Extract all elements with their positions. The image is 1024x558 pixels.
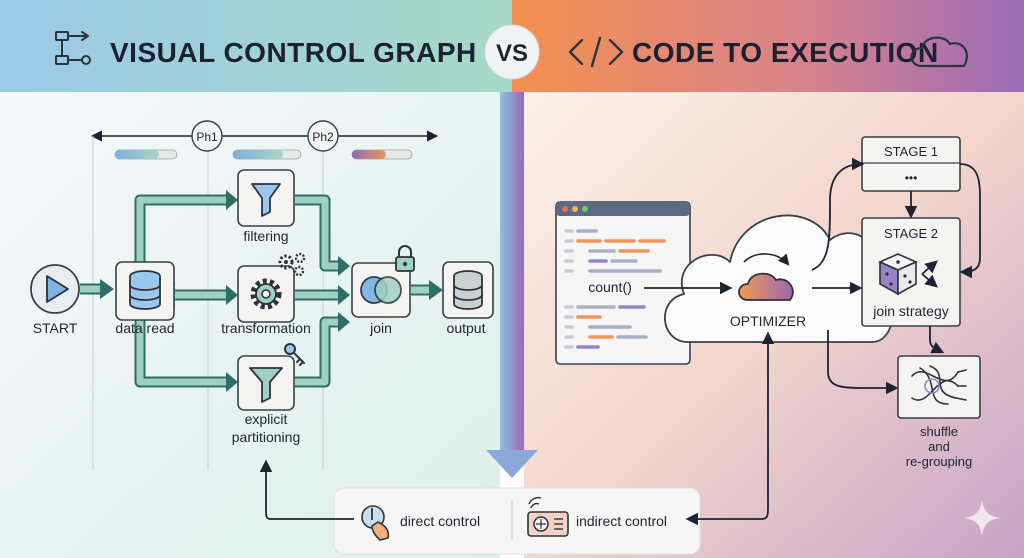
phase-bar-3-fill <box>352 150 386 159</box>
join-strategy-label: join strategy <box>872 303 948 319</box>
branch-arrows <box>921 260 938 288</box>
direct-control-label: direct control <box>400 513 480 529</box>
database-icon <box>129 270 161 310</box>
play-icon <box>46 275 69 303</box>
optimizer-label: OPTIMIZER <box>730 313 806 329</box>
code-lines <box>564 229 666 349</box>
left-title: VISUAL CONTROL GRAPH <box>110 37 477 68</box>
stage1-loop-arrow <box>959 163 981 279</box>
optimizer-to-stage1-arrow <box>811 157 865 271</box>
header-left-band <box>0 0 512 92</box>
direct-control-icon <box>361 505 390 541</box>
small-gears-icon <box>278 252 306 277</box>
right-title: CODE TO EXECUTION <box>632 37 939 68</box>
phase-2-badge <box>307 120 339 152</box>
stage-2-label: STAGE 2 <box>884 226 938 241</box>
output-label: output <box>447 320 486 336</box>
partitioning-label-2: partitioning <box>232 429 301 445</box>
dice-icon <box>878 253 918 296</box>
filter-icon <box>251 183 281 217</box>
transformation-label: transformation <box>221 320 310 336</box>
phase-1-label: Ph1 <box>196 130 218 144</box>
funnel-icon <box>249 367 283 403</box>
key-icon <box>284 343 305 366</box>
vs-badge <box>484 24 540 80</box>
divider-arrow-head <box>486 450 538 478</box>
shuffle-tangle-icon <box>911 365 967 405</box>
output-database-icon <box>453 270 483 310</box>
optimizer-cycle-arrow <box>743 253 790 266</box>
phase-bar-2-fill <box>233 150 283 159</box>
sparkle-icon <box>964 500 1000 536</box>
indirect-control-icon <box>527 496 569 537</box>
filtering-label: filtering <box>243 228 288 244</box>
optimizer-to-shuffle-arrow <box>827 330 899 395</box>
shuffle-label-3: re-grouping <box>906 454 973 469</box>
phase-1-badge <box>191 120 223 152</box>
indirect-control-arrow <box>685 331 775 526</box>
vs-label: VS <box>496 40 528 67</box>
lock-icon <box>395 245 415 272</box>
phase-bar-1-fill <box>115 150 159 159</box>
direct-control-arrow <box>259 459 354 520</box>
start-label: START <box>33 320 78 336</box>
graph-icon <box>55 31 91 65</box>
partitioning-label-1: explicit <box>245 411 288 427</box>
phase-2-label: Ph2 <box>312 130 334 144</box>
shuffle-label-1: shuffle <box>920 424 958 439</box>
stage2-to-shuffle-arrow <box>929 326 945 354</box>
center-divider <box>500 92 524 462</box>
indirect-control-label: indirect control <box>576 513 667 529</box>
gear-icon <box>250 278 282 310</box>
venn-join-icon <box>360 276 402 304</box>
join-label: join <box>369 320 392 336</box>
stage-1-body: ••• <box>905 171 918 185</box>
stage-1-label: STAGE 1 <box>884 144 938 159</box>
shuffle-label-2: and <box>928 439 950 454</box>
optimizer-cloud-icon <box>738 272 794 301</box>
code-call: count() <box>588 279 632 295</box>
data-read-label: data read <box>115 320 174 336</box>
code-icon <box>568 36 624 68</box>
cloud-icon <box>910 36 968 68</box>
